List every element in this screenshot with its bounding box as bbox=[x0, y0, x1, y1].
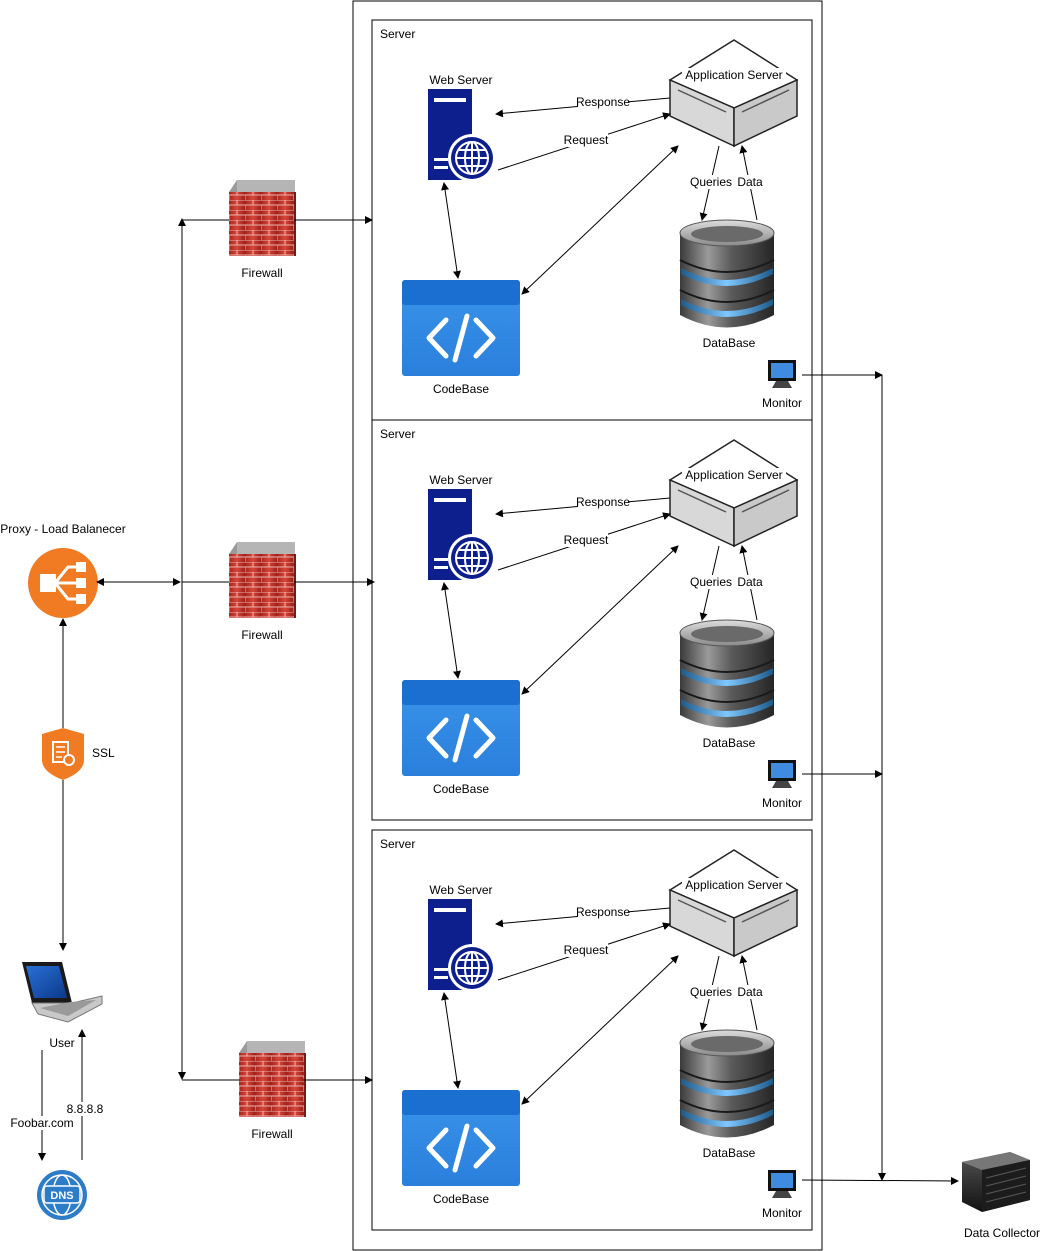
web-server-icon bbox=[428, 489, 496, 582]
codebase-icon bbox=[402, 280, 520, 376]
load-balancer-icon bbox=[28, 548, 98, 618]
webserver-codebase-edge bbox=[441, 992, 461, 1089]
data-label: Data bbox=[737, 575, 763, 589]
user-label: User bbox=[49, 1036, 74, 1050]
monitor-icon bbox=[768, 360, 796, 388]
request-label: Request bbox=[564, 533, 609, 547]
web-server-label: Web Server bbox=[429, 473, 492, 487]
dns-icon: DNS bbox=[37, 1170, 87, 1220]
database-label: DataBase bbox=[703, 736, 756, 750]
dns-icon-text: DNS bbox=[50, 1190, 73, 1202]
ssl-label: SSL bbox=[92, 746, 115, 760]
monitor-icon bbox=[768, 1170, 796, 1198]
response-label: Response bbox=[576, 905, 630, 919]
request-label: Request bbox=[564, 133, 609, 147]
appserver-codebase-edge bbox=[521, 955, 679, 1105]
codebase-icon bbox=[402, 1090, 520, 1186]
data-collector-label: Data Collector bbox=[964, 1226, 1040, 1240]
data-collector-icon bbox=[962, 1152, 1030, 1212]
monitor-icon bbox=[768, 760, 796, 788]
webserver-codebase-edge bbox=[441, 582, 461, 679]
database-icon bbox=[679, 619, 775, 728]
web-server-icon bbox=[428, 899, 496, 992]
codebase-label: CodeBase bbox=[433, 782, 489, 796]
application-server-label: Application Server bbox=[685, 468, 782, 482]
firewall-label: Firewall bbox=[251, 1127, 292, 1141]
ssl-certificate-icon bbox=[42, 728, 84, 780]
web-server-label: Web Server bbox=[429, 883, 492, 897]
database-label: DataBase bbox=[703, 336, 756, 350]
dns-ip-label-overlay: 8.8.8.8 bbox=[67, 1102, 104, 1116]
application-server-icon bbox=[668, 439, 799, 548]
application-server-label: Application Server bbox=[685, 878, 782, 892]
monitor-label: Monitor bbox=[762, 396, 802, 410]
codebase-label: CodeBase bbox=[433, 382, 489, 396]
outer-cluster-boundary bbox=[352, 0, 823, 1251]
firewall-label: Firewall bbox=[241, 628, 282, 642]
webserver-codebase-edge bbox=[441, 182, 461, 279]
response-label: Response bbox=[576, 495, 630, 509]
foobar-label-overlay: Foobar.com bbox=[10, 1116, 73, 1130]
request-label: Request bbox=[564, 943, 609, 957]
data-label: Data bbox=[737, 985, 763, 999]
monitor-label: Monitor bbox=[762, 796, 802, 810]
application-server-icon bbox=[668, 39, 799, 148]
codebase-icon bbox=[402, 680, 520, 776]
user-laptop-icon bbox=[22, 962, 103, 1023]
monitor-3-connector bbox=[801, 1176, 959, 1185]
queries-label: Queries bbox=[690, 985, 732, 999]
appserver-codebase-edge bbox=[521, 145, 679, 295]
database-icon bbox=[679, 1029, 775, 1138]
queries-label: Queries bbox=[690, 575, 732, 589]
server-label: Server bbox=[380, 837, 415, 851]
server-box bbox=[371, 829, 813, 1231]
application-server-icon bbox=[668, 849, 799, 958]
codebase-label: CodeBase bbox=[433, 1192, 489, 1206]
server-label: Server bbox=[380, 27, 415, 41]
queries-label: Queries bbox=[690, 175, 732, 189]
database-label: DataBase bbox=[703, 1146, 756, 1160]
monitor-label: Monitor bbox=[762, 1206, 802, 1220]
firewall-icon-2: Firewall bbox=[229, 542, 296, 642]
firewall-icon-3: Firewall bbox=[239, 1041, 306, 1141]
database-icon bbox=[679, 219, 775, 328]
load-balancer-label: Proxy - Load Balanecer bbox=[0, 522, 125, 536]
web-server-icon bbox=[428, 89, 496, 182]
server-box bbox=[371, 419, 813, 821]
web-server-label: Web Server bbox=[429, 73, 492, 87]
firewall-label: Firewall bbox=[241, 266, 282, 280]
firewall-icon-1: Firewall bbox=[229, 180, 296, 280]
server-label: Server bbox=[380, 427, 415, 441]
application-server-label: Application Server bbox=[685, 68, 782, 82]
data-label: Data bbox=[737, 175, 763, 189]
response-label: Response bbox=[576, 95, 630, 109]
appserver-codebase-edge bbox=[521, 545, 679, 695]
